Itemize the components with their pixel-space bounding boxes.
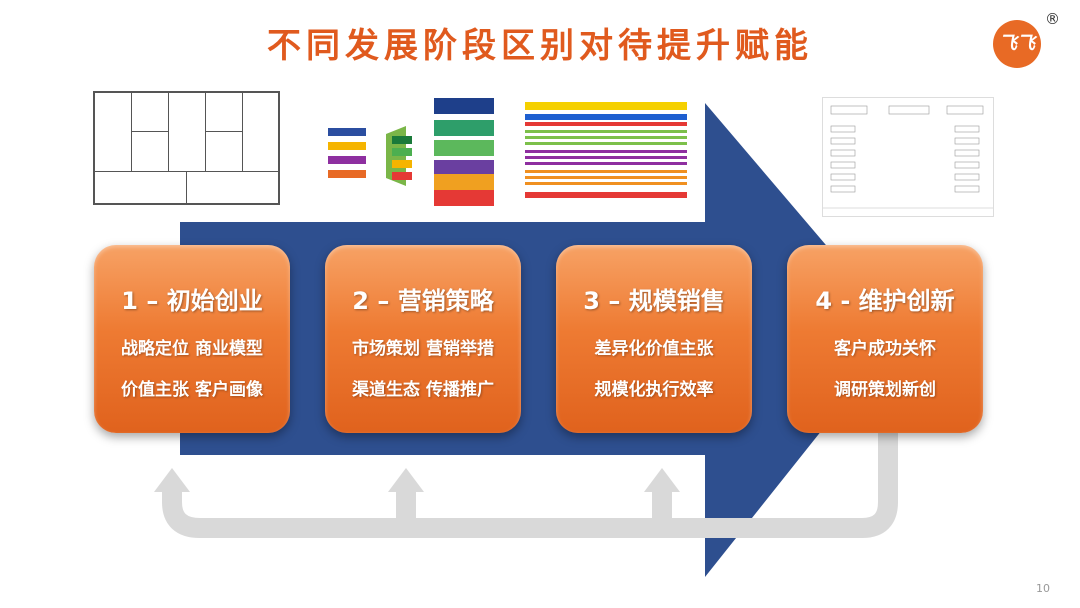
- loop-arrowhead-1: [154, 468, 190, 492]
- canvas-cell: [205, 131, 243, 172]
- canvas-cell: [131, 131, 169, 172]
- customer-management-sheet-thumbnail: [822, 97, 994, 217]
- page-number: 10: [1036, 582, 1050, 595]
- stage-box-1: 1 – 初始创业 战略定位 商业模型 价值主张 客户画像: [94, 245, 290, 433]
- brand-logo: 飞飞: [993, 20, 1041, 68]
- stage-heading: 1 – 初始创业: [121, 287, 263, 315]
- loop-arrowhead-3: [644, 468, 680, 492]
- canvas-cell: [205, 92, 243, 132]
- stage-line-2: 调研策划新创: [834, 380, 936, 400]
- loop-branch-3: [652, 488, 672, 528]
- stage-heading: 2 – 营销策略: [352, 287, 494, 315]
- marketing-mindmap-thumbnail: [328, 98, 494, 206]
- canvas-cell: [186, 171, 279, 204]
- registered-mark: ®: [1045, 10, 1060, 28]
- return-loop-arrow: [162, 425, 898, 538]
- loop-branch-2: [396, 488, 416, 528]
- business-model-canvas-thumbnail: [93, 91, 280, 205]
- canvas-cell: [168, 92, 206, 172]
- canvas-cell: [94, 171, 187, 204]
- stage-box-2: 2 – 营销策略 市场策划 营销举措 渠道生态 传播推广: [325, 245, 521, 433]
- canvas-cell: [131, 92, 169, 132]
- stage-line-2: 渠道生态 传播推广: [352, 380, 494, 400]
- stage-line-2: 价值主张 客户画像: [121, 380, 263, 400]
- stage-heading: 4 - 维护创新: [815, 287, 955, 315]
- stage-line-1: 战略定位 商业模型: [121, 339, 263, 359]
- stage-line-2: 规模化执行效率: [594, 380, 714, 400]
- stage-heading: 3 – 规模销售: [583, 287, 725, 315]
- stage-line-1: 客户成功关怀: [834, 339, 936, 359]
- slide-title: 不同发展阶段区别对待提升赋能: [267, 26, 813, 66]
- canvas-cell: [94, 92, 132, 172]
- loop-arrowhead-2: [388, 468, 424, 492]
- stage-box-3: 3 – 规模销售 差异化价值主张 规模化执行效率: [556, 245, 752, 433]
- stage-box-4: 4 - 维护创新 客户成功关怀 调研策划新创: [787, 245, 983, 433]
- stage-line-1: 市场策划 营销举措: [352, 339, 494, 359]
- canvas-cell: [242, 92, 279, 172]
- sales-plan-table-thumbnail: [523, 98, 691, 206]
- big-blue-arrow: [180, 103, 900, 577]
- stage-line-1: 差异化价值主张: [594, 339, 714, 359]
